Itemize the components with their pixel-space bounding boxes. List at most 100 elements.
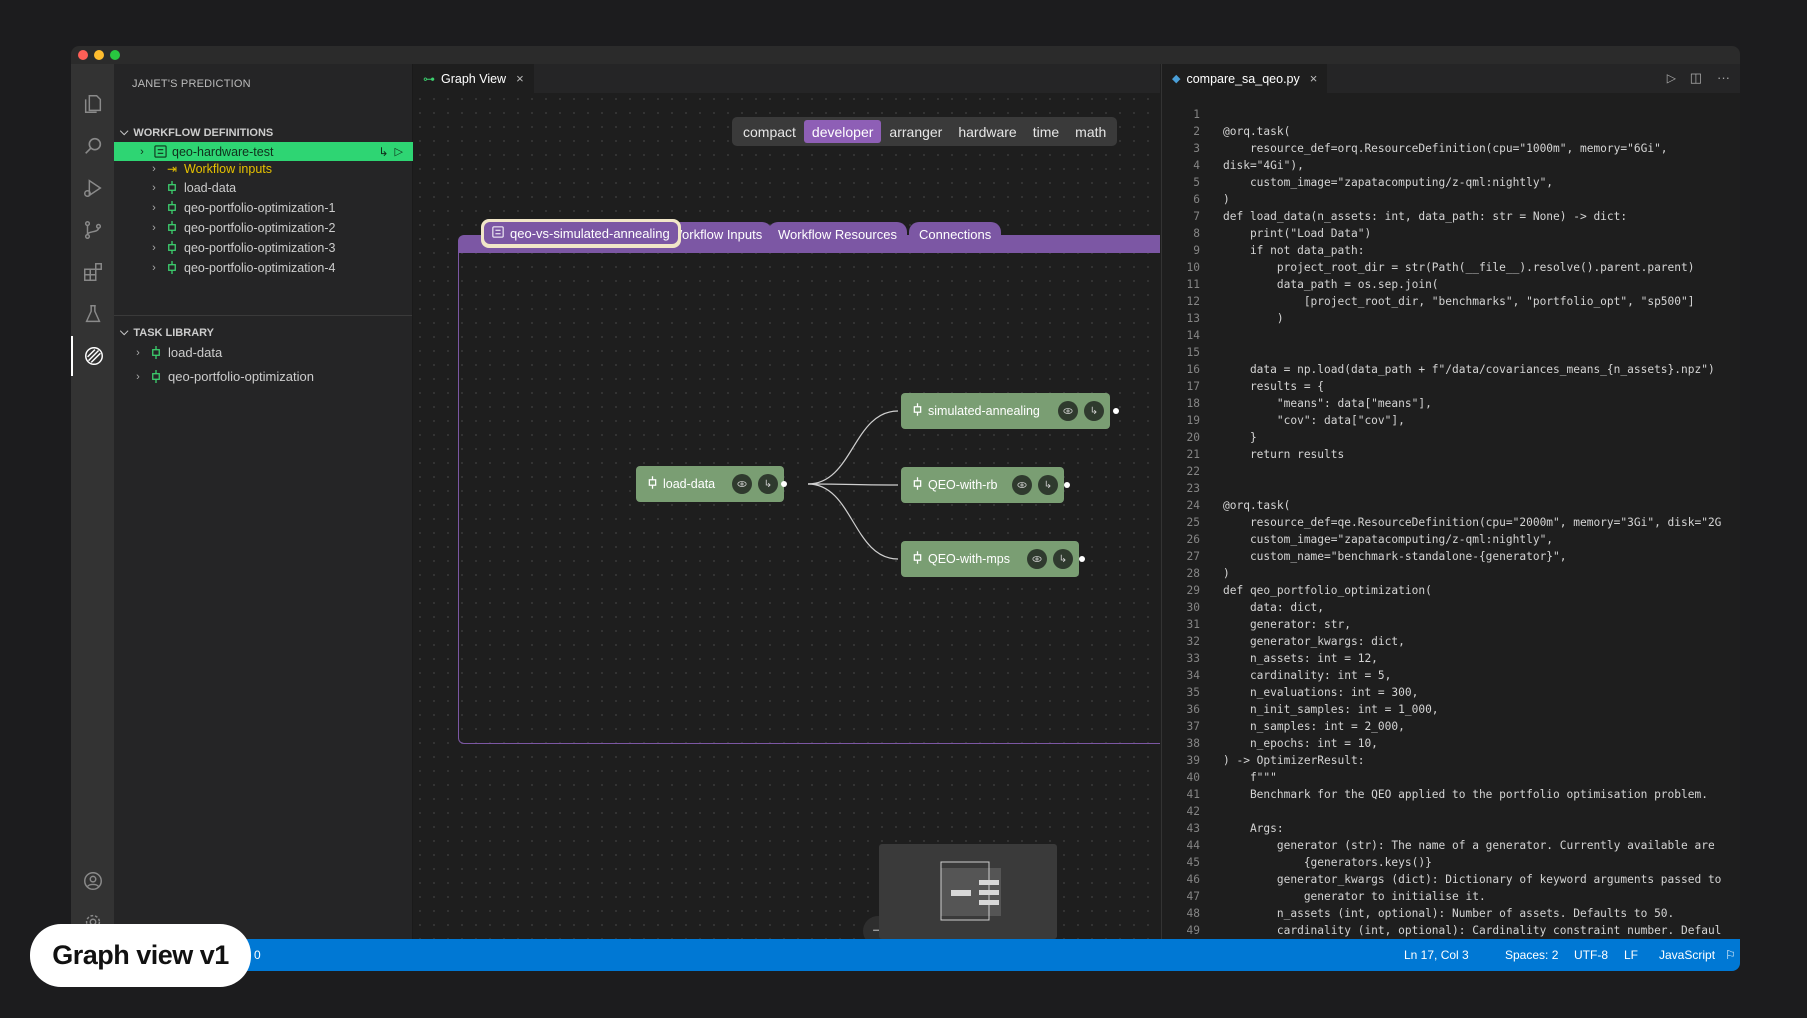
code-line[interactable]: 45 {generators.keys()} [1162, 856, 1432, 873]
status-encoding[interactable]: UTF-8 [1574, 948, 1608, 962]
feedback-icon[interactable]: ⚐ [1725, 948, 1736, 962]
tab-connections[interactable]: Connections [909, 222, 1002, 247]
eye-icon[interactable] [1027, 549, 1047, 569]
split-editor-icon[interactable]: ◫ [1689, 70, 1702, 85]
node-load-data[interactable]: load-data ↳ [636, 466, 787, 502]
status-indentation[interactable]: Spaces: 2 [1505, 948, 1559, 962]
code-line[interactable]: 6) [1162, 193, 1230, 210]
mode-developer[interactable]: developer [803, 120, 882, 143]
code-line[interactable]: 39) -> OptimizerResult: [1162, 754, 1365, 771]
close-window-button[interactable] [78, 50, 88, 60]
output-port[interactable] [1079, 556, 1085, 562]
code-line[interactable]: 48 n_assets (int, optional): Number of a… [1162, 907, 1675, 924]
code-line[interactable]: 38 n_epochs: int = 10, [1162, 737, 1378, 754]
status-language[interactable]: JavaScript [1659, 948, 1716, 962]
minimap[interactable] [879, 844, 1057, 939]
status-problems[interactable]: 0 [254, 948, 261, 962]
code-line[interactable]: 16 data = np.load(data_path + f"/data/co… [1162, 363, 1715, 380]
submit-workflow-icon[interactable]: ↳ [378, 144, 389, 159]
code-line[interactable]: 43 Args: [1162, 822, 1284, 839]
link-icon[interactable]: ↳ [758, 474, 778, 494]
output-port[interactable] [1113, 408, 1119, 414]
flask-icon[interactable] [71, 294, 114, 334]
code-line[interactable]: 17 results = { [1162, 380, 1325, 397]
orquestra-icon[interactable] [71, 336, 114, 376]
output-port[interactable] [1064, 482, 1070, 488]
tree-item-load-data[interactable]: › load-data [114, 178, 413, 197]
code-line[interactable]: 34 cardinality: int = 5, [1162, 669, 1392, 686]
code-line[interactable]: 5 custom_image="zapatacomputing/z-qml:ni… [1162, 176, 1553, 193]
tree-item-qeo-portfolio-optimization-1[interactable]: › qeo-portfolio-optimization-1 [114, 198, 413, 217]
node-qeo-with-mps[interactable]: QEO-with-mps ↳ [901, 541, 1085, 577]
eye-icon[interactable] [1012, 475, 1032, 495]
node-qeo-with-rb[interactable]: QEO-with-rb ↳ [901, 467, 1070, 503]
code-line[interactable]: 23 [1162, 482, 1223, 499]
close-tab-icon[interactable]: × [1309, 71, 1318, 86]
workflow-definitions-header[interactable]: ⌵ WORKFLOW DEFINITIONS [120, 126, 274, 139]
code-line[interactable]: 14 [1162, 329, 1223, 346]
account-icon[interactable] [71, 861, 114, 901]
run-file-icon[interactable]: ▷ [1666, 71, 1676, 85]
code-line[interactable]: 2@orq.task( [1162, 125, 1290, 142]
mode-time[interactable]: time [1032, 123, 1060, 140]
node-simulated-annealing[interactable]: simulated-annealing ↳ [901, 393, 1119, 429]
status-eol[interactable]: LF [1624, 948, 1639, 962]
code-line[interactable]: 22 [1162, 465, 1223, 482]
code-line[interactable]: 27 custom_name="benchmark-standalone-{ge… [1162, 550, 1567, 567]
extensions-icon[interactable] [71, 252, 114, 292]
code-line[interactable]: 15 [1162, 346, 1223, 363]
code-line[interactable]: 44 generator (str): The name of a genera… [1162, 839, 1715, 856]
tab-compare-sa-qeo[interactable]: ◆ compare_sa_qeo.py × [1162, 64, 1328, 93]
code-line[interactable]: 42 [1162, 805, 1223, 822]
library-item-qeo-portfolio-optimization[interactable]: › qeo-portfolio-optimization [114, 367, 413, 386]
code-line[interactable]: 9 if not data_path: [1162, 244, 1364, 261]
code-line[interactable]: 30 data: dict, [1162, 601, 1325, 618]
minimize-window-button[interactable] [94, 50, 104, 60]
workflow-name-tab[interactable]: qeo-vs-simulated-annealing [481, 219, 681, 248]
code-line[interactable]: 36 n_init_samples: int = 1_000, [1162, 703, 1439, 720]
code-line[interactable]: 10 project_root_dir = str(Path(__file__)… [1162, 261, 1695, 278]
code-line[interactable]: 47 generator to initialise it. [1162, 890, 1486, 907]
link-icon[interactable]: ↳ [1084, 401, 1104, 421]
code-line[interactable]: 19 "cov": data["cov"], [1162, 414, 1405, 431]
code-line[interactable]: 25 resource_def=qe.ResourceDefinition(cp… [1162, 516, 1722, 533]
code-line[interactable]: 13 ) [1162, 312, 1284, 329]
status-cursor-position[interactable]: Ln 17, Col 3 [1404, 948, 1469, 962]
code-line[interactable]: 41 Benchmark for the QEO applied to the … [1162, 788, 1708, 805]
maximize-window-button[interactable] [110, 50, 120, 60]
code-line[interactable]: 35 n_evaluations: int = 300, [1162, 686, 1419, 703]
code-line[interactable]: 28) [1162, 567, 1230, 584]
code-line[interactable]: 3 resource_def=orq.ResourceDefinition(cp… [1162, 142, 1667, 159]
code-line[interactable]: 40 f""" [1162, 771, 1277, 788]
code-line[interactable]: 8 print("Load Data") [1162, 227, 1371, 244]
code-line[interactable]: 24@orq.task( [1162, 499, 1291, 516]
code-line[interactable]: 21 return results [1162, 448, 1345, 465]
files-icon[interactable] [71, 84, 114, 124]
more-actions-icon[interactable]: ··· [1717, 70, 1730, 85]
source-control-icon[interactable] [71, 210, 114, 250]
code-line[interactable]: 11 data_path = os.sep.join( [1162, 278, 1439, 295]
link-icon[interactable]: ↳ [1053, 549, 1073, 569]
run-icon[interactable]: ▷ [394, 146, 403, 158]
task-library-header[interactable]: ⌵ TASK LIBRARY [120, 326, 215, 339]
mode-arranger[interactable]: arranger [889, 123, 943, 140]
code-line[interactable]: 31 generator: str, [1162, 618, 1351, 635]
code-line[interactable]: 37 n_samples: int = 2_000, [1162, 720, 1405, 737]
tree-item-qeo-portfolio-optimization-2[interactable]: › qeo-portfolio-optimization-2 [114, 218, 413, 237]
code-line[interactable]: 33 n_assets: int = 12, [1162, 652, 1378, 669]
link-icon[interactable]: ↳ [1038, 475, 1058, 495]
code-line[interactable]: 20 } [1162, 431, 1257, 448]
tree-item-qeo-portfolio-optimization-4[interactable]: › qeo-portfolio-optimization-4 [114, 258, 413, 277]
tree-item-qeo-portfolio-optimization-3[interactable]: › qeo-portfolio-optimization-3 [114, 238, 413, 257]
code-line[interactable]: 32 generator_kwargs: dict, [1162, 635, 1405, 652]
code-line[interactable]: 49 cardinality (int, optional): Cardinal… [1162, 924, 1722, 939]
tree-item-workflow-inputs[interactable]: › ⇥ Workflow inputs [114, 159, 413, 178]
run-debug-icon[interactable] [71, 168, 114, 208]
output-port[interactable] [781, 481, 787, 487]
code-line[interactable]: 46 generator_kwargs (dict): Dictionary o… [1162, 873, 1722, 890]
tab-graph-view[interactable]: ⊶ Graph View × [413, 64, 534, 93]
